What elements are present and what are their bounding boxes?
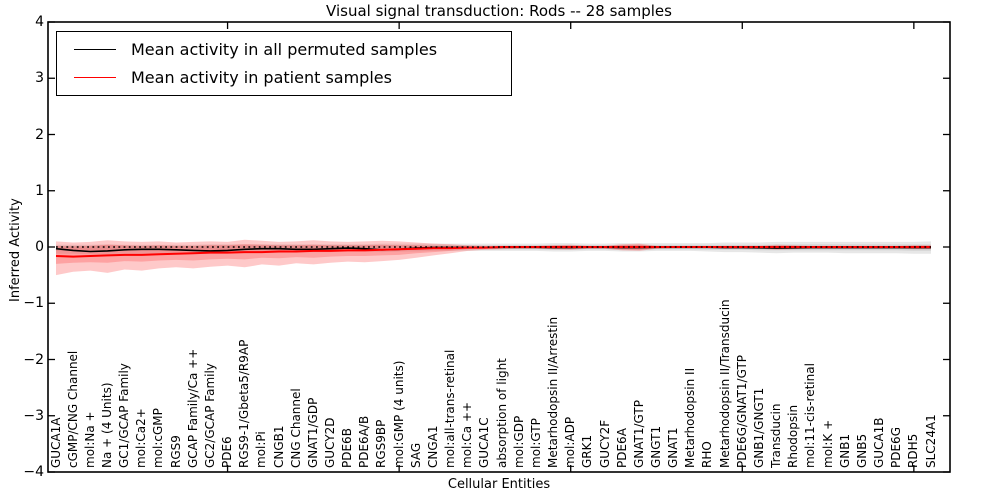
legend-item-patient: Mean activity in patient samples	[57, 68, 511, 87]
x-entity-label: mol:all-trans-retinal	[443, 349, 458, 468]
x-entity-label: mol:ADP	[563, 416, 578, 468]
x-entity-label: GNAT1/GTP	[631, 400, 646, 468]
x-entity-label: mol:cGMP	[151, 408, 166, 468]
x-entity-label: GUCA1A	[48, 417, 63, 468]
x-entity-label: mol:Pi	[254, 431, 269, 468]
x-entity-label: cGMP/CNG Channel	[65, 350, 80, 468]
y-tick-label: 3	[35, 70, 44, 87]
y-tick-label: 2	[35, 126, 44, 143]
x-axis-label: Cellular Entities	[447, 477, 551, 492]
x-entity-label: Transducin	[769, 403, 784, 468]
y-tick-label: −2	[23, 351, 44, 368]
x-entity-label: PDE6G	[889, 427, 904, 468]
x-entity-label: RHO	[700, 441, 715, 468]
x-entity-label: CNGB1	[271, 425, 286, 468]
legend-line-sample-red	[74, 76, 116, 78]
x-entity-label: SLC24A1	[923, 414, 938, 468]
x-entity-label: GUCY2D	[323, 417, 337, 468]
x-entity-label: Na + (4 Units)	[99, 382, 114, 468]
x-entity-label: mol:Ca ++	[460, 401, 475, 468]
x-entity-label: GRK1	[580, 434, 595, 468]
legend-line-sample-black	[74, 49, 116, 51]
x-entity-label: CNG Channel	[288, 388, 303, 468]
x-entity-label: mol:K +	[820, 419, 835, 468]
x-entity-label: CNGA1	[425, 425, 440, 469]
x-entity-label: mol:GTP	[528, 418, 543, 468]
legend-label-patient: Mean activity in patient samples	[131, 67, 392, 87]
x-entity-label: RGS9-1/Gbeta5/R9AP	[237, 339, 252, 468]
x-entity-label: GC1/GCAP Family	[117, 363, 132, 468]
legend: Mean activity in all permuted samples Me…	[56, 31, 512, 96]
x-entity-label: PDE6A	[614, 428, 629, 468]
x-entity-label: mol:GDP	[511, 415, 526, 468]
x-entity-label: GNB1/GNGT1	[751, 387, 766, 468]
y-tick-label: −4	[23, 464, 44, 480]
legend-item-permuted: Mean activity in all permuted samples	[57, 40, 511, 59]
x-entity-label: mol:Ca2+	[134, 408, 149, 468]
y-tick-label: −3	[23, 407, 44, 424]
x-entity-label: Rhodopsin	[786, 404, 801, 468]
x-entity-label: Metarhodopsin II	[683, 367, 698, 468]
y-tick-label: −1	[23, 295, 44, 312]
x-entity-label: mol:11-cis-retinal	[803, 363, 818, 468]
x-entity-label: mol:GMP (4 units)	[391, 360, 406, 468]
x-entity-label: RGS9	[168, 435, 183, 468]
x-entity-label: RDH5	[906, 433, 921, 468]
x-entity-label: GCAP Family/Ca ++	[185, 348, 200, 468]
legend-label-permuted: Mean activity in all permuted samples	[131, 40, 438, 60]
x-entity-label: GC2/GCAP Family	[202, 363, 217, 468]
x-entity-label: PDE6	[220, 436, 235, 468]
x-entity-label: SAG	[408, 442, 423, 468]
x-entity-label: GUCA1C	[477, 417, 492, 468]
x-entity-label: GNAT1/GDP	[305, 397, 320, 468]
x-entity-label: GNGT1	[648, 425, 663, 468]
x-entity-label: Metarhodopsin II/Arrestin	[546, 316, 561, 468]
x-entity-label: absorption of light	[494, 358, 509, 468]
x-entity-label: GUCA1B	[872, 417, 887, 468]
x-entity-label: GUCY2F	[597, 419, 612, 468]
x-entity-label: PDE6B	[340, 428, 355, 468]
y-tick-label: 0	[35, 239, 44, 255]
y-tick-label: 4	[35, 14, 44, 30]
x-entity-label: mol:Na +	[82, 411, 97, 468]
x-entity-label: GNB5	[854, 433, 869, 468]
y-tick-label: 1	[35, 182, 44, 199]
x-entity-label: GNAT1	[666, 427, 681, 468]
x-entity-label: GNB1	[837, 433, 852, 468]
chart-title: Visual signal transduction: Rods -- 28 s…	[326, 2, 672, 20]
x-entity-label: PDE6A/B	[357, 415, 372, 468]
x-entity-label: PDE6G/GNAT1/GTP	[734, 354, 749, 468]
x-entity-label: Metarhodopsin II/Transducin	[717, 299, 732, 468]
x-entity-label: RGS9BP	[374, 419, 389, 468]
